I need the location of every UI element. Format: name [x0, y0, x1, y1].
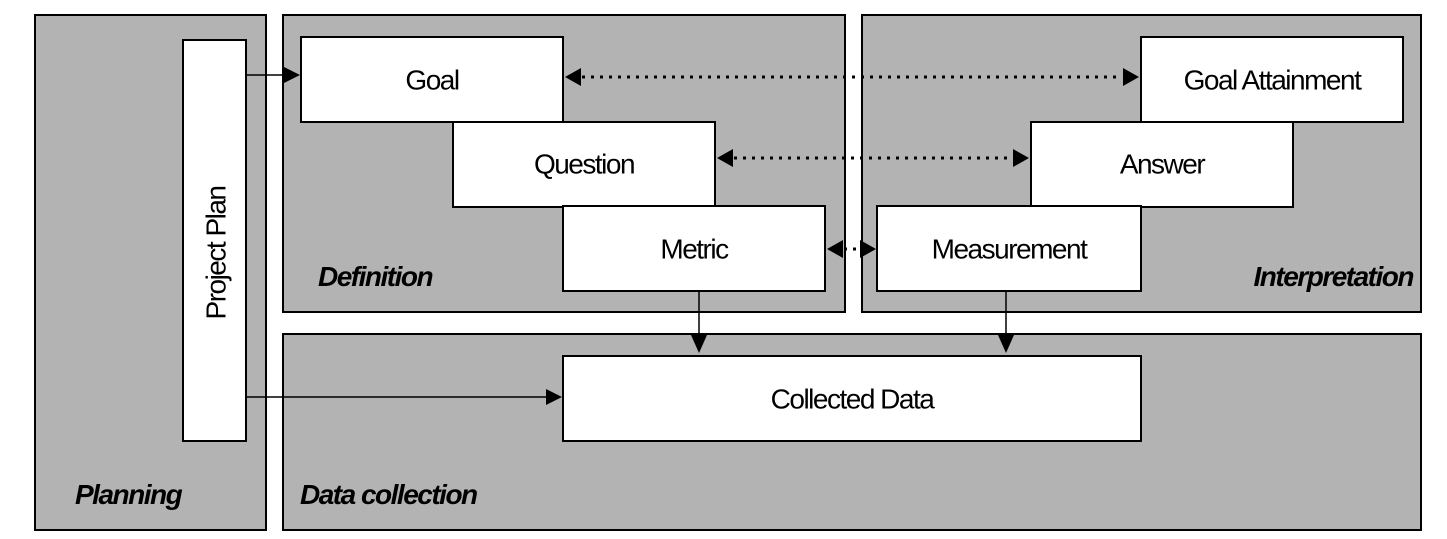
metric-to-data-arrowhead [691, 335, 707, 353]
goal-link-left-arrowhead [565, 68, 581, 86]
plan-to-goal-arrowhead [284, 67, 300, 83]
goal-link-right-arrowhead [1123, 68, 1139, 86]
collected-data-label: Collected Data [771, 384, 936, 415]
metric-label: Metric [660, 234, 729, 265]
measurement-link-right-arrowhead [860, 240, 876, 258]
project-plan-box [182, 39, 247, 442]
measurement-label: Measurement [932, 234, 1088, 265]
goal-label: Goal [405, 65, 458, 96]
question-label: Question [534, 149, 634, 180]
planning-label: Planning [75, 479, 183, 510]
measurement-box [876, 205, 1142, 292]
data-collection-label: Data collection [300, 479, 477, 510]
plan-to-data-arrowhead [546, 389, 562, 405]
definition-label: Definition [318, 261, 432, 292]
answer-label: Answer [1120, 149, 1206, 180]
interpretation-label: Interpretation [1254, 261, 1414, 292]
answer-link-right-arrowhead [1013, 149, 1029, 167]
collected-data-box [562, 355, 1142, 442]
goal-attainment-label: Goal Attainment [1184, 65, 1362, 96]
metric-link-left-arrowhead [827, 240, 843, 258]
project-plan-label: Project Plan [201, 187, 232, 320]
metric-box [562, 205, 826, 292]
answer-box [1030, 121, 1294, 208]
goal-box [300, 36, 564, 123]
question-link-left-arrowhead [717, 149, 733, 167]
measurement-to-data-arrowhead [998, 335, 1014, 353]
